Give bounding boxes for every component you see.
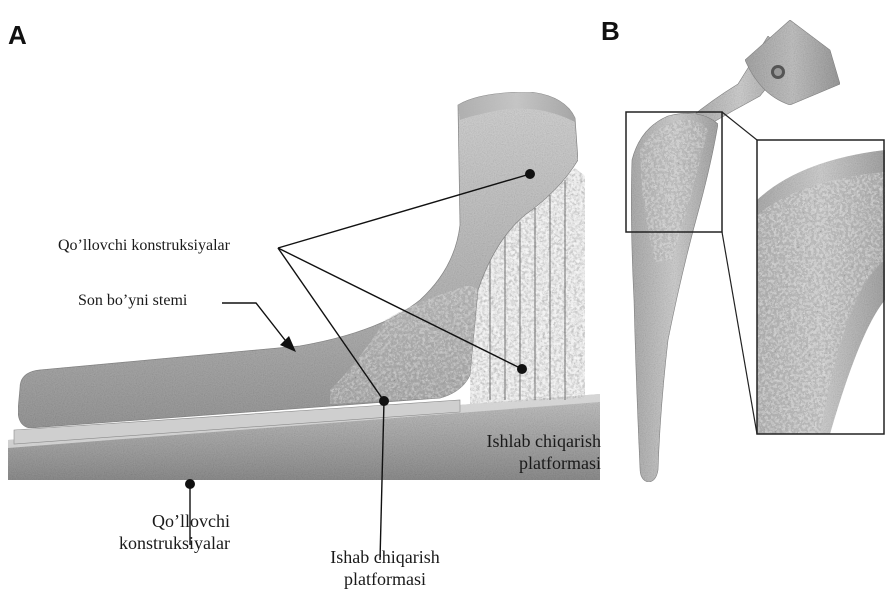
label-build-platform-right-line1: Ishlab chiqarish (405, 431, 601, 453)
panel-b-letter: B (601, 16, 620, 47)
label-build-platform-bottom-line1: Ishab chiqarish (300, 547, 470, 569)
label-build-platform-bottom-line2: platformasi (300, 569, 470, 591)
support-dot-head (525, 169, 535, 179)
label-femoral-neck-stem: Son bo’yni stemi (78, 292, 187, 310)
label-support-structures-bottom-line2: konstruksiyalar (30, 533, 230, 555)
label-support-structures-bottom-line1: Qo’llovchi (30, 511, 230, 533)
panel-a-letter: A (8, 20, 27, 51)
support-dot-lattice (517, 364, 527, 374)
label-support-structures-top: Qo’llovchi konstruksiyalar (58, 237, 230, 255)
panel-b-illustration (626, 20, 885, 482)
label-support-structures-bottom: Qo’llovchi konstruksiyalar (30, 511, 230, 554)
label-build-platform-bottom: Ishab chiqarish platformasi (300, 547, 470, 590)
label-build-platform-right-line2: platformasi (405, 453, 601, 475)
support-dot-bottom (185, 479, 195, 489)
label-build-platform-right: Ishlab chiqarish platformasi (405, 431, 601, 474)
platform-dot (379, 396, 389, 406)
